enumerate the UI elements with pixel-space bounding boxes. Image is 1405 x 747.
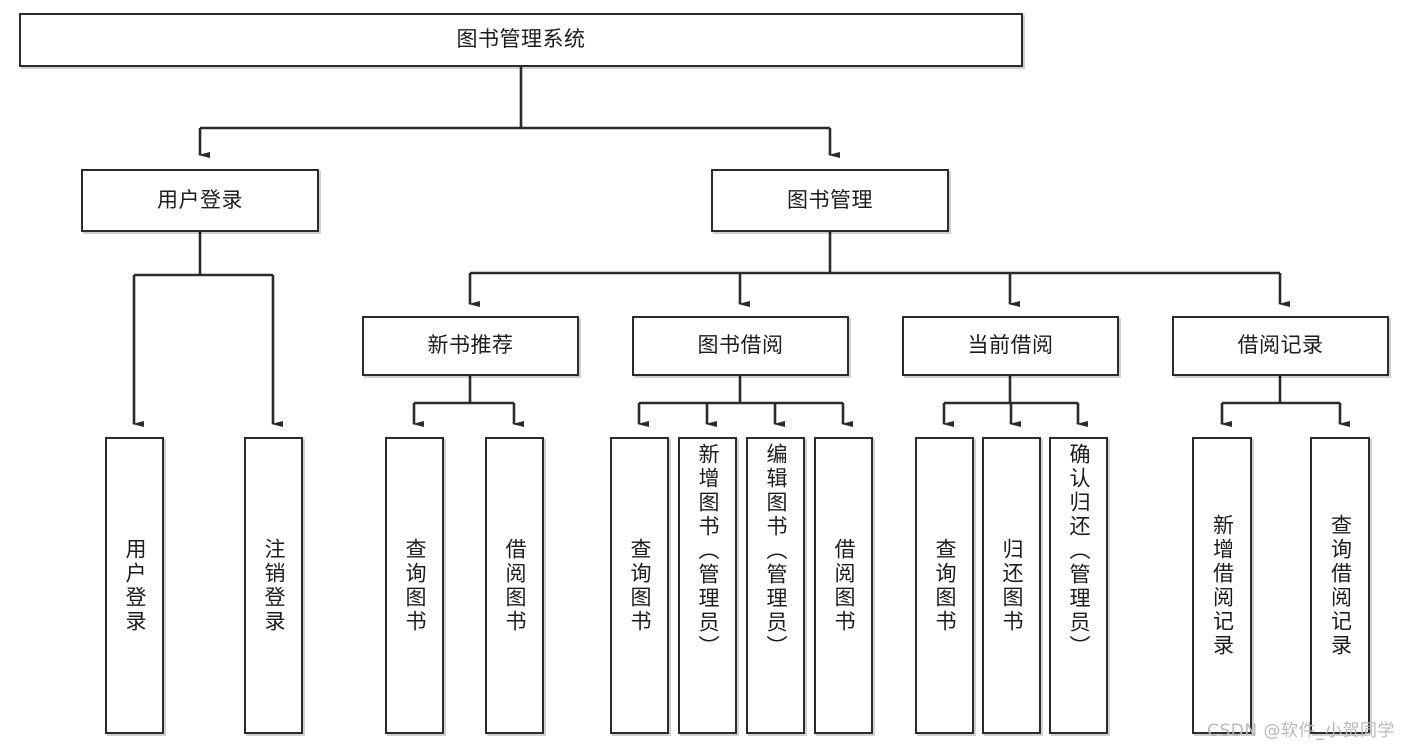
node-leaf-query-book-3-label: 查询图书 — [933, 537, 957, 634]
node-root-label: 图书管理系统 — [456, 27, 586, 52]
node-leaf-return-book[interactable]: 归还图书 — [982, 437, 1041, 734]
node-leaf-query-borrow-record[interactable]: 查询借阅记录 — [1310, 437, 1370, 734]
node-leaf-add-borrow-record[interactable]: 新增借阅记录 — [1192, 437, 1252, 734]
node-book-manage-label: 图书管理 — [787, 187, 873, 212]
node-book-borrow-label: 图书借阅 — [697, 333, 784, 358]
node-leaf-logout[interactable]: 注销登录 — [244, 437, 303, 734]
node-leaf-logout-label: 注销登录 — [262, 537, 286, 634]
node-leaf-query-book-1-label: 查询图书 — [403, 537, 427, 634]
node-book-borrow[interactable]: 图书借阅 — [632, 316, 849, 376]
node-root[interactable]: 图书管理系统 — [19, 13, 1023, 67]
node-current-borrow[interactable]: 当前借阅 — [902, 316, 1119, 376]
node-leaf-edit-book-admin[interactable]: 编辑图书（管理员） — [746, 437, 805, 734]
node-leaf-borrow-book-1-label: 借阅图书 — [503, 537, 527, 634]
node-current-borrow-label: 当前借阅 — [967, 333, 1054, 358]
node-leaf-query-book-3[interactable]: 查询图书 — [915, 437, 974, 734]
node-leaf-query-book-2[interactable]: 查询图书 — [610, 437, 669, 734]
node-borrow-record[interactable]: 借阅记录 — [1172, 316, 1389, 376]
node-user-login-label: 用户登录 — [157, 187, 243, 212]
node-user-login[interactable]: 用户登录 — [81, 169, 319, 232]
node-leaf-edit-book-admin-label: 编辑图书（管理员） — [764, 443, 788, 659]
node-leaf-borrow-book-1[interactable]: 借阅图书 — [485, 437, 544, 734]
node-new-book-recommend-label: 新书推荐 — [427, 333, 514, 358]
node-leaf-borrow-book-2[interactable]: 借阅图书 — [814, 437, 873, 734]
node-borrow-record-label: 借阅记录 — [1237, 333, 1324, 358]
node-new-book-recommend[interactable]: 新书推荐 — [362, 316, 579, 376]
node-leaf-borrow-book-2-label: 借阅图书 — [832, 537, 856, 634]
node-book-manage[interactable]: 图书管理 — [711, 169, 949, 232]
node-leaf-return-book-label: 归还图书 — [1000, 537, 1024, 634]
node-leaf-query-book-1[interactable]: 查询图书 — [385, 437, 444, 734]
node-leaf-query-borrow-record-label: 查询借阅记录 — [1328, 513, 1353, 658]
node-leaf-user-login-label: 用户登录 — [123, 537, 147, 634]
node-leaf-add-book-admin[interactable]: 新增图书（管理员） — [678, 437, 737, 734]
node-leaf-query-book-2-label: 查询图书 — [628, 537, 652, 634]
node-leaf-confirm-return-admin-label: 确认归还（管理员） — [1067, 443, 1091, 659]
node-leaf-confirm-return-admin[interactable]: 确认归还（管理员） — [1049, 437, 1108, 734]
node-leaf-add-borrow-record-label: 新增借阅记录 — [1210, 513, 1235, 658]
node-leaf-add-book-admin-label: 新增图书（管理员） — [696, 443, 720, 659]
node-leaf-user-login[interactable]: 用户登录 — [105, 437, 164, 734]
